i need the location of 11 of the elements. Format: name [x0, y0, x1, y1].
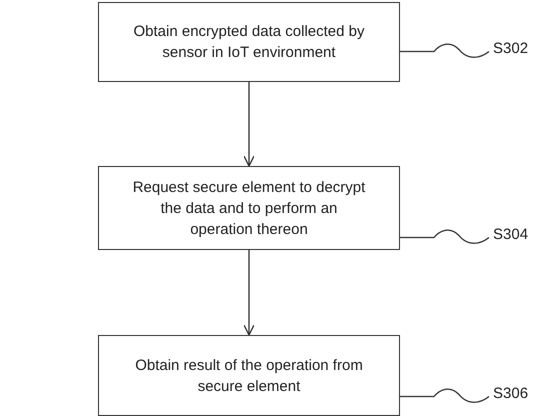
- step-number: S306: [493, 385, 528, 402]
- arrow: [243, 250, 255, 336]
- process-box: Obtain encrypted data collected by sensor in IoT environment: [98, 2, 400, 82]
- process-box: Obtain result of the operation from secure element: [98, 335, 400, 416]
- step-number: S304: [493, 226, 528, 243]
- arrow: [243, 82, 255, 167]
- leader-line: [400, 230, 490, 244]
- step-number: S302: [493, 40, 528, 57]
- process-box: Request secure element to decrypt the data and to perform an operation thereon: [98, 166, 400, 250]
- leader-line: [400, 388, 490, 403]
- leader-line: [400, 44, 490, 58]
